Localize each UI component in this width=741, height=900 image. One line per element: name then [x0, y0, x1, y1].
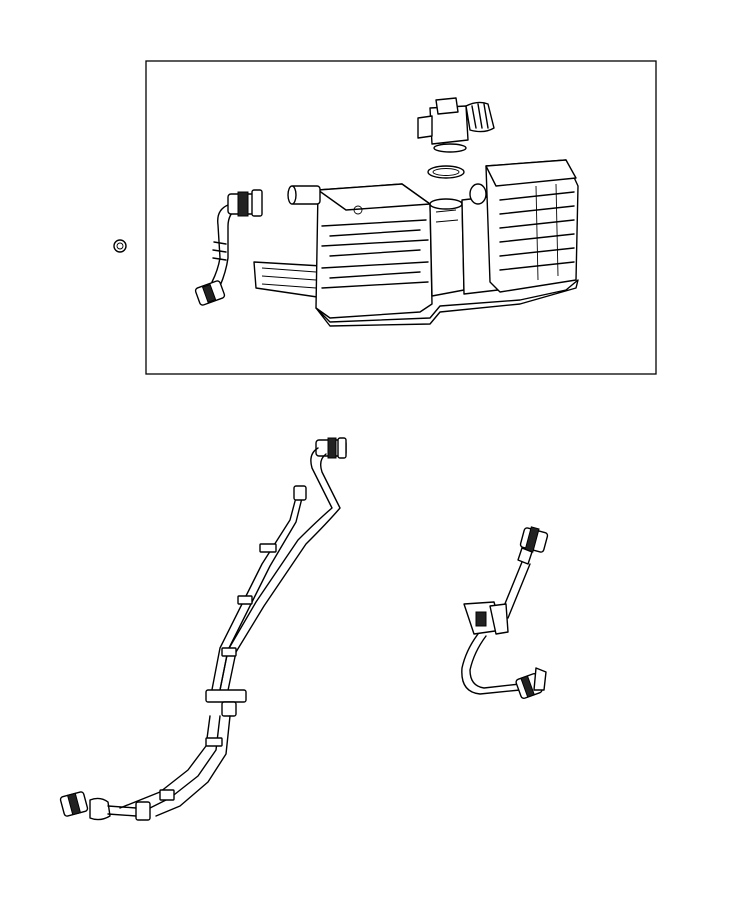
vent-hose-with-filter[interactable] [461, 526, 549, 700]
long-vapor-line-bundle[interactable] [59, 437, 347, 821]
canister-vent-valve[interactable] [417, 97, 495, 153]
canister-group-frame [145, 60, 657, 375]
vapor-canister-assembly[interactable] [253, 159, 579, 327]
o-ring-seal[interactable] [427, 165, 465, 179]
short-vent-hose[interactable] [194, 189, 263, 306]
grommet-part[interactable] [113, 239, 127, 253]
